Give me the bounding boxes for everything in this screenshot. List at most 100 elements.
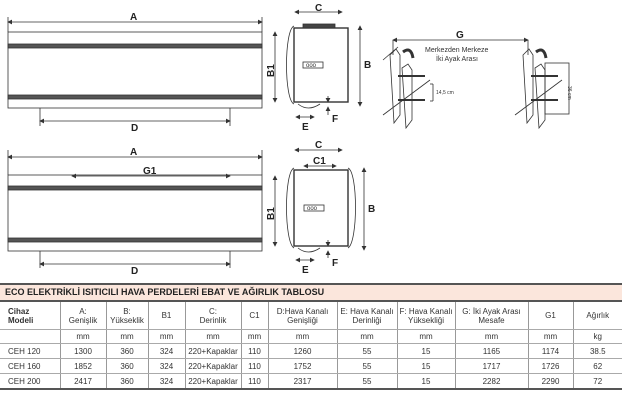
header-line: Cihaz [8,306,30,316]
value-cell: 55 [337,358,398,374]
column-header: B:Yükseklik [106,302,149,330]
front-view-bottom [7,150,263,268]
header-line: Yüksekliği [407,315,444,325]
value-cell: 1165 [455,343,529,359]
header-line: Genişliği [287,315,318,325]
mount-caption-1: Merkezden Merkeze [425,47,489,54]
header-line: C1 [249,311,260,320]
table-title: ECO ELEKTRİKLİ ISITICILI HAVA PERDELERİ … [0,283,622,302]
value-cell: 220+Kapaklar [185,358,242,374]
dim-label-e: E [302,122,309,133]
header-line: D:Hava Kanalı [276,306,329,316]
mounting-bracket-diagram [382,37,570,130]
value-cell: 360 [106,373,149,390]
front-view-top [7,17,263,126]
unit-cell: mm [268,329,338,344]
column-header: B1 [148,302,186,330]
header-line: G1 [545,311,556,320]
dim-label-f: F [332,114,338,125]
model-cell: CEH 160 [0,358,61,374]
display-label: ooo [307,206,318,212]
header-line: B1 [161,311,172,320]
header-line: Genişlik [68,315,98,325]
unit-cell: mm [397,329,456,344]
column-header: Ağırlık [573,302,622,330]
header-line: F: Hava Kanalı [399,306,453,316]
value-cell: 55 [337,373,398,390]
header-line: Derinlik [199,315,227,325]
dim-label-c: C [315,3,322,14]
header-line: E: Hava Kanalı [340,306,394,316]
header-line: Yükseklik [110,315,144,325]
value-cell: 1852 [60,358,107,374]
unit-cell: mm [185,329,242,344]
header-line: G: İki Ayak Arası [462,306,521,316]
dim-label-b: B [368,204,375,215]
value-cell: 110 [241,373,269,390]
column-header: A:Genişlik [60,302,107,330]
value-cell: 1752 [268,358,338,374]
header-line: Derinliği [352,315,382,325]
value-cell: 360 [106,343,149,359]
value-cell: 2417 [60,373,107,390]
value-cell: 324 [148,373,186,390]
value-cell: 62 [573,358,622,374]
dim-label-a: A [130,12,137,23]
header-line: A: [79,306,87,316]
value-cell: 360 [106,358,149,374]
dim-label-d: D [131,266,138,277]
dim-label-c1: C1 [313,156,326,167]
display-label: ooo [306,63,317,69]
unit-cell [0,329,61,344]
value-cell: 38.5 [573,343,622,359]
dim-label-f: F [332,258,338,269]
unit-cell: mm [455,329,529,344]
dim-label-g1: G1 [143,166,157,177]
value-cell: 1300 [60,343,107,359]
unit-cell: mm [148,329,186,344]
unit-cell: kg [573,329,622,344]
dim-label-b1: B1 [266,207,277,220]
side-view-top [272,9,363,120]
dim-label-e: E [302,265,309,276]
value-cell: 2282 [455,373,529,390]
header-line: B: [123,306,131,316]
header-line: Mesafe [478,315,505,325]
header-line: Modeli [8,315,34,325]
model-cell: CEH 120 [0,343,61,359]
value-cell: 110 [241,358,269,374]
value-cell: 324 [148,358,186,374]
value-cell: 72 [573,373,622,390]
column-header: C:Derinlik [185,302,242,330]
value-cell: 324 [148,343,186,359]
value-cell: 2317 [268,373,338,390]
dim-label-36cm: 36 cm [566,86,572,100]
unit-cell: mm [241,329,269,344]
dim-label-g: G [456,30,464,41]
value-cell: 2290 [528,373,574,390]
model-cell: CEH 200 [0,373,61,390]
value-cell: 15 [397,343,456,359]
unit-cell: mm [528,329,574,344]
value-cell: 1726 [528,358,574,374]
header-line: Ağırlık [586,311,610,320]
dim-label-d: D [131,123,138,134]
dimension-diagrams: A D C B1 B E F ooo A G1 D C C1 B1 B E F … [7,3,572,277]
value-cell: 15 [397,358,456,374]
value-cell: 110 [241,343,269,359]
unit-cell: mm [106,329,149,344]
value-cell: 55 [337,343,398,359]
value-cell: 1717 [455,358,529,374]
column-header: G1 [528,302,574,330]
dim-label-a: A [130,147,137,158]
